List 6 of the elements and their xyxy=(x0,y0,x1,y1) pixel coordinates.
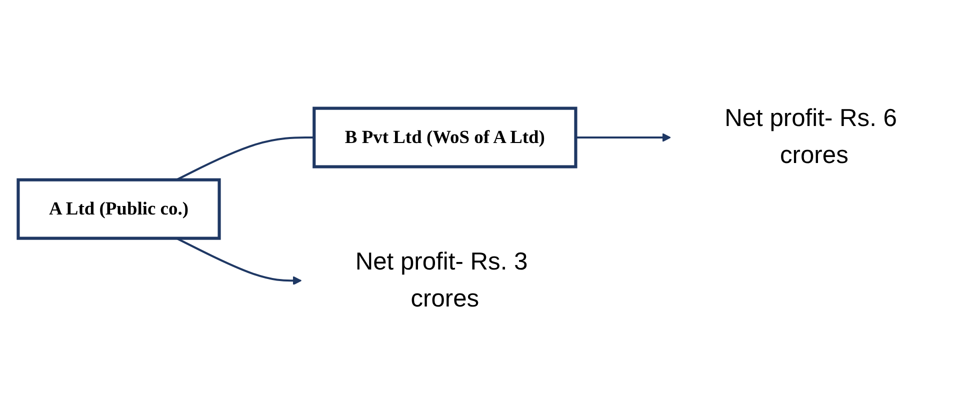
node-text: Net profit- Rs. 3 crores xyxy=(355,248,528,313)
diagram: A Ltd (Public co.) B Pvt Ltd (WoS of A Ltd) Net profit- Rs. 3 crores Net profit- Rs. 6 crores xyxy=(10,77,966,342)
node-box xyxy=(16,178,221,240)
arrow xyxy=(576,133,671,142)
node-text: Net profit- Rs. 6 crores xyxy=(724,105,897,170)
node-box xyxy=(312,107,578,169)
